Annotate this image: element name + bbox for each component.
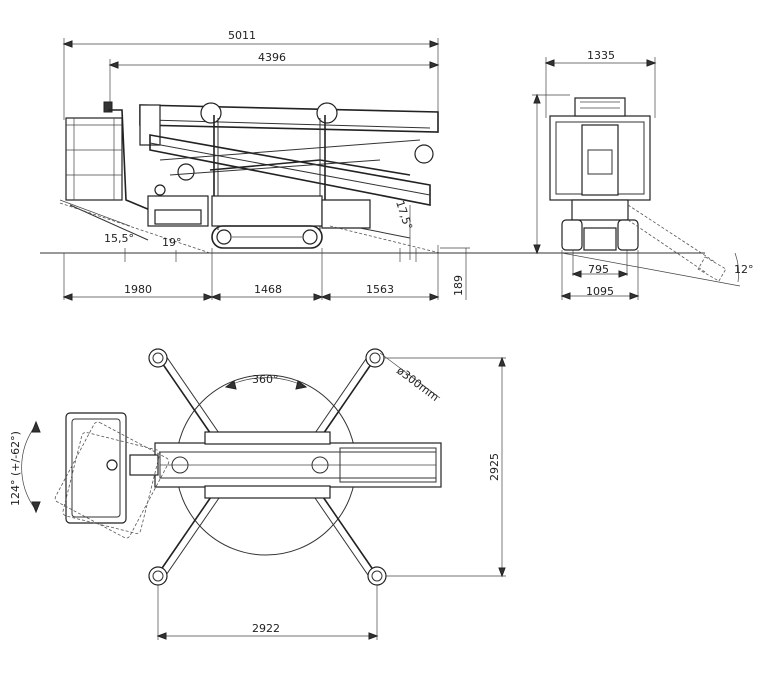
top-view: 360° ø300mm [9, 348, 506, 640]
angle-slope: 12° [734, 263, 754, 276]
dim-width: 1335 [587, 49, 615, 62]
outrigger-pad-front-left [148, 348, 168, 368]
dim-track-width: 795 [588, 263, 609, 276]
front-view: 1335 795 [532, 49, 754, 300]
rotation-label: 360° [252, 373, 279, 386]
dim-outrigger-width: 2922 [252, 622, 280, 635]
angle-front: 15,5° [104, 232, 134, 245]
dim-front-overhang: 1980 [124, 283, 152, 296]
dim-boom-length: 4396 [258, 51, 286, 64]
dim-rear-overhang: 1563 [366, 283, 394, 296]
side-view: 5011 4396 [40, 29, 545, 301]
dim-base-width: 1095 [586, 285, 614, 298]
dim-track-length: 1468 [254, 283, 282, 296]
dim-overall-length: 5011 [228, 29, 256, 42]
outrigger-pad-front-right [365, 348, 385, 368]
outrigger-pad-rear-right [367, 566, 387, 586]
pad-diameter: ø300mm [394, 364, 441, 404]
angle-rear: 17,5° [393, 199, 415, 232]
dim-outrigger-length: 2925 [488, 453, 501, 481]
angle-mid: 19° [162, 236, 182, 249]
basket-rotation: 124° (+/-62°) [9, 431, 22, 506]
dim-ground-clearance: 189 [452, 275, 465, 296]
outrigger-pad-rear-left [148, 566, 168, 586]
